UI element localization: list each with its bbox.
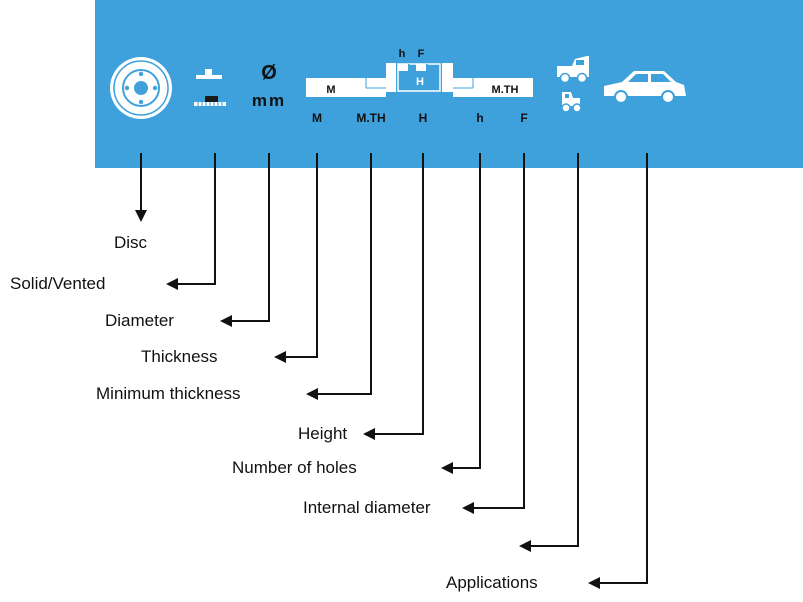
arrowhead-applications-upper (519, 540, 531, 552)
arrowhead-applications (588, 577, 600, 589)
label-thickness: Thickness (141, 347, 218, 366)
leader-line-diameter (232, 153, 270, 322)
leader-line-min-thickness (318, 153, 372, 395)
label-disc: Disc (114, 233, 148, 252)
arrowhead-solid-vented (166, 278, 178, 290)
label-height: Height (298, 424, 348, 443)
label-applications: Applications (446, 573, 538, 592)
leader-line-applications-upper (531, 153, 579, 547)
column-header-h: H (419, 111, 428, 125)
profile-label-f: F (418, 48, 425, 60)
profile-label-hh: H (416, 76, 424, 88)
label-internal-diameter: Internal diameter (303, 498, 431, 517)
leader-line-solid-vented (178, 153, 216, 285)
profile-label-h: h (399, 48, 406, 60)
disc-icon (110, 57, 172, 119)
leader-line-holes (453, 153, 481, 469)
van-icon (557, 56, 589, 84)
solid-vented-icon (194, 69, 226, 106)
column-header-hsmall: h (476, 111, 483, 125)
column-header-m: M (312, 111, 322, 125)
profile-label-mth: M.TH (492, 84, 519, 96)
leader-line-height (375, 153, 424, 435)
disc-profile-drawing (306, 63, 533, 97)
profile-label-m: M (326, 84, 335, 96)
arrowhead-thickness (274, 351, 286, 363)
leader-line-applications (600, 153, 648, 584)
column-header-f: F (520, 111, 527, 125)
label-solid-vented: Solid/Vented (10, 274, 106, 293)
arrowhead-height (363, 428, 375, 440)
label-diameter: Diameter (105, 311, 174, 330)
car-icon (604, 71, 686, 104)
label-holes: Number of holes (232, 458, 357, 477)
arrowhead-diameter (220, 315, 232, 327)
arrowhead-holes (441, 462, 453, 474)
leader-line-internal-diameter (474, 153, 525, 509)
column-header-mth: M.TH (356, 111, 385, 125)
arrowhead-internal-diameter (462, 502, 474, 514)
arrowhead-disc (135, 210, 147, 222)
label-min-thickness: Minimum thickness (96, 384, 241, 403)
pickup-icon (561, 92, 582, 113)
diameter-symbol: Ø (261, 62, 277, 84)
mm-unit: mm (252, 91, 286, 110)
arrowhead-min-thickness (306, 388, 318, 400)
leader-line-thickness (286, 153, 318, 358)
